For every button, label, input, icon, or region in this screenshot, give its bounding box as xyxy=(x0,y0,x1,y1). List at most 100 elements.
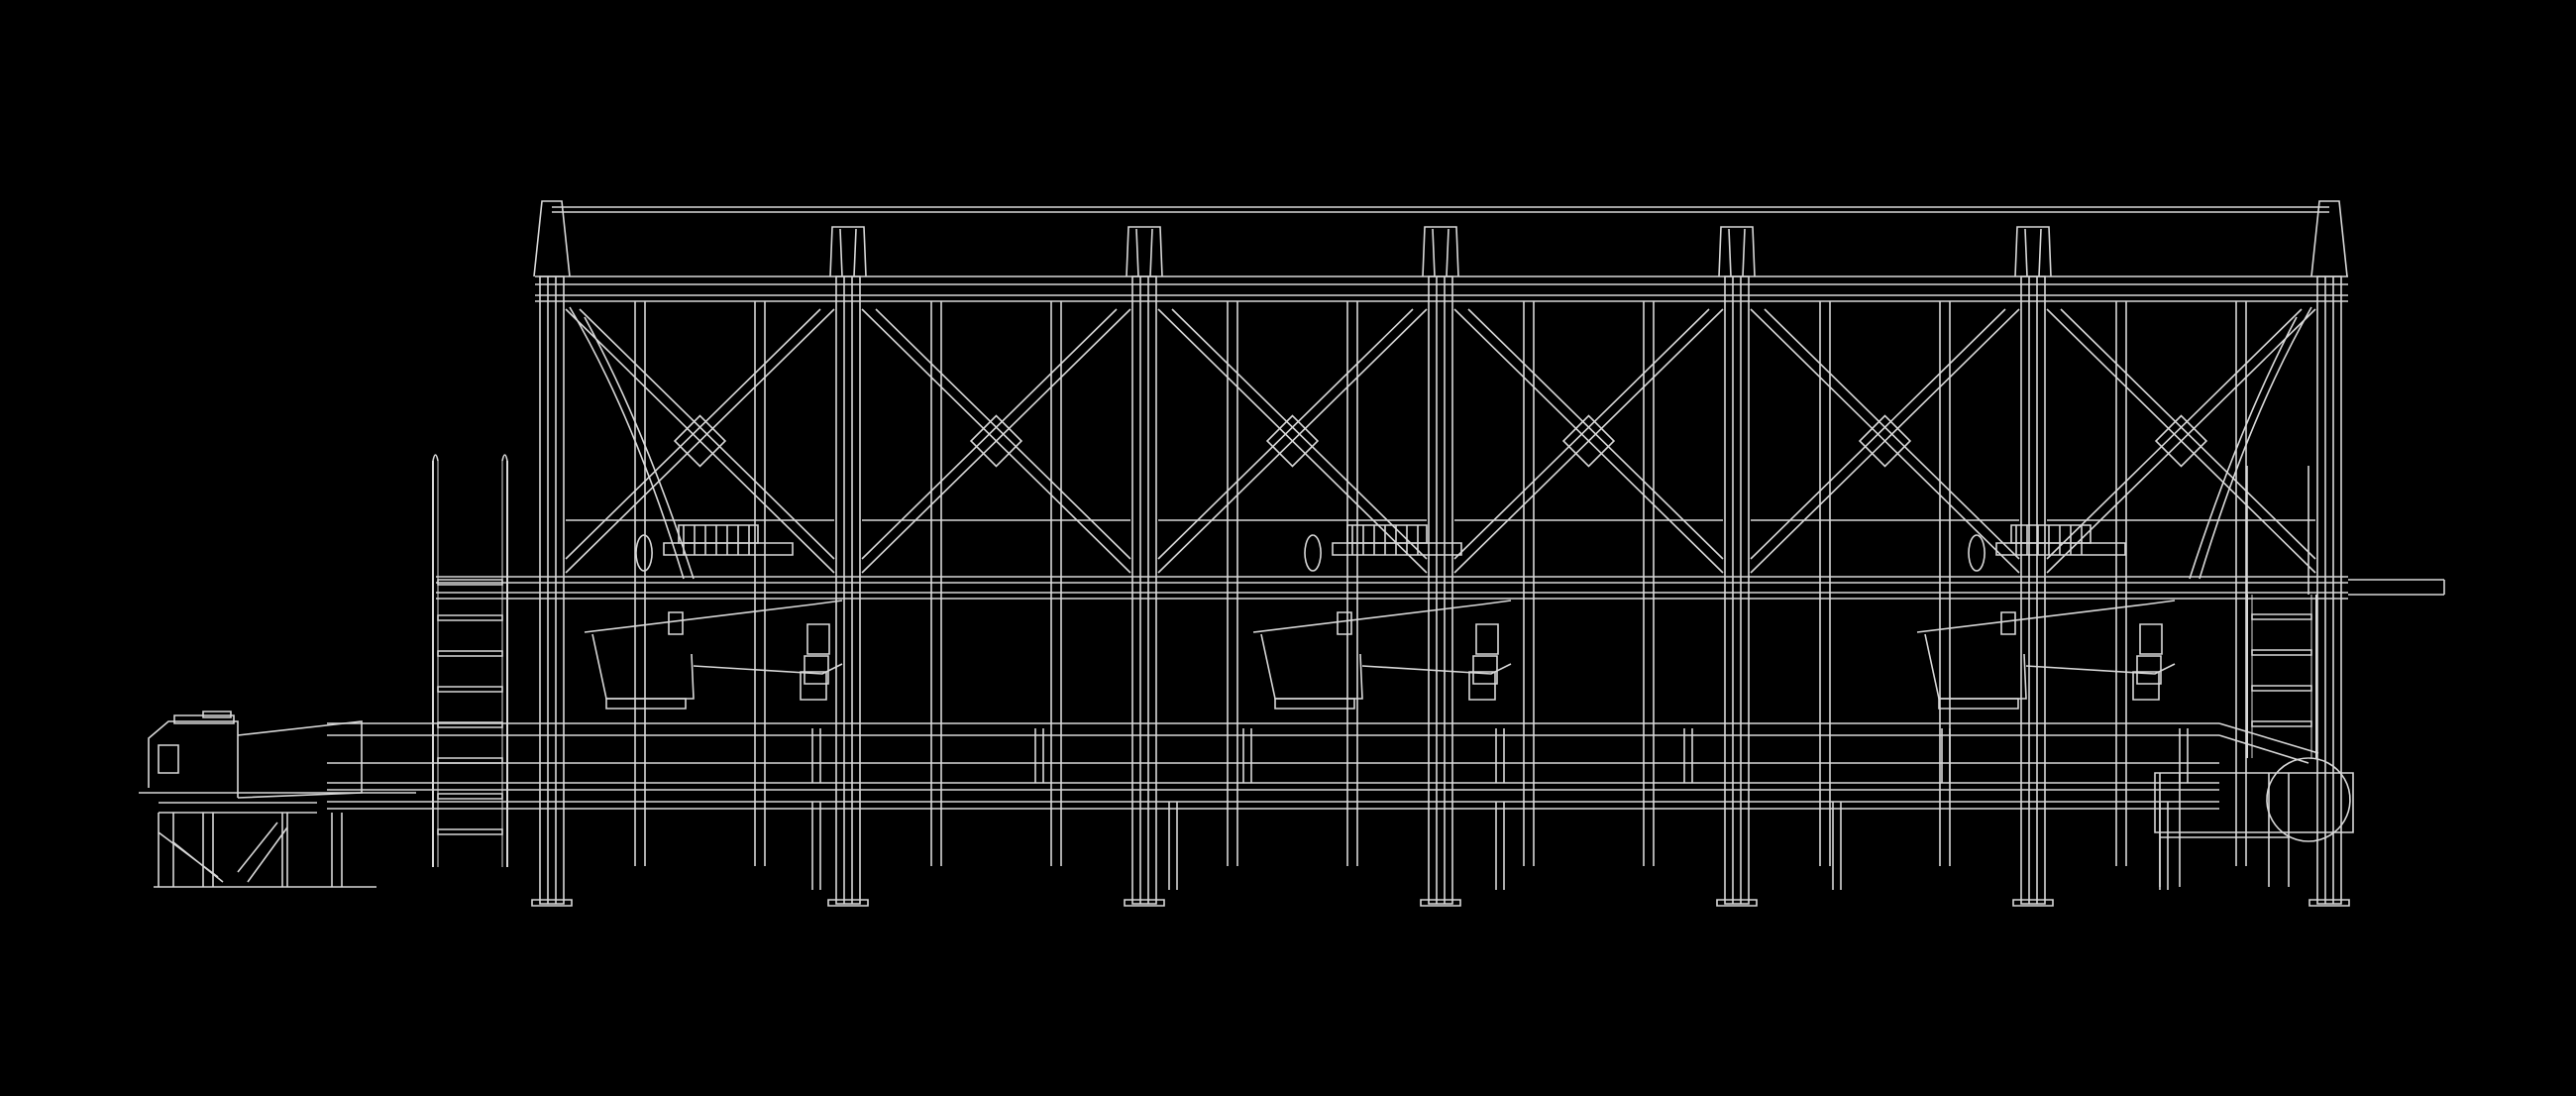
column-cap xyxy=(1136,229,1138,276)
machine-top xyxy=(174,715,234,723)
right-ladder-rung xyxy=(2252,721,2311,726)
feeder-unit xyxy=(2011,525,2091,543)
column-cap xyxy=(1743,229,1745,276)
column-cap xyxy=(1433,229,1435,276)
left-ladder-rung xyxy=(438,758,502,763)
machine-top xyxy=(203,712,231,717)
ladders xyxy=(433,455,2316,867)
column-base-plate xyxy=(532,900,572,906)
conveyor xyxy=(327,723,2353,890)
gusset-plate xyxy=(971,416,1021,467)
vibrator-motor xyxy=(801,672,826,700)
left-ladder-rung xyxy=(438,580,502,585)
vibrator-motor xyxy=(1469,672,1495,700)
diagonal-brace xyxy=(566,309,834,573)
machine-window xyxy=(159,745,178,773)
column xyxy=(836,276,860,904)
diagonal-brace xyxy=(566,309,820,559)
cross-bracing xyxy=(566,301,2315,866)
machine-chute xyxy=(238,721,362,798)
conveyor-tail xyxy=(2219,723,2318,753)
screener-outlet xyxy=(1275,699,1354,709)
column-base-plate xyxy=(1125,900,1164,906)
vibrator-motor xyxy=(2133,672,2159,700)
screener-tag xyxy=(669,612,683,634)
hopper-curve xyxy=(2200,307,2311,579)
gusset-plate xyxy=(1563,416,1614,467)
screener-tag xyxy=(1338,612,1351,634)
column-cap xyxy=(2311,201,2347,276)
hopper-curve xyxy=(570,307,684,579)
gusset-plate xyxy=(1860,416,1910,467)
column-cap xyxy=(2025,229,2027,276)
column xyxy=(1725,276,1749,904)
column xyxy=(1429,276,1452,904)
screener-tag xyxy=(2001,612,2015,634)
screener-deck xyxy=(1917,601,2175,632)
machine-brace xyxy=(238,822,287,882)
screener-outlet xyxy=(606,699,686,709)
left-ladder-rung xyxy=(438,651,502,656)
screener-body xyxy=(592,634,694,699)
vibrator-motor xyxy=(1476,624,1498,654)
screener-bottom xyxy=(694,664,842,674)
column xyxy=(1132,276,1156,904)
column-cap xyxy=(1423,227,1458,276)
vibrator-motor xyxy=(2140,624,2162,654)
diagonal-brace xyxy=(862,309,1117,559)
column-cap xyxy=(2039,229,2041,276)
right-ladder-rung xyxy=(2252,650,2311,655)
column-base-plate xyxy=(2013,900,2053,906)
hopper-curve xyxy=(2190,317,2297,579)
left-ladder-rung xyxy=(438,615,502,620)
column-cap xyxy=(1150,229,1152,276)
screener-outlet xyxy=(1939,699,2018,709)
feeder-wheel xyxy=(636,535,652,571)
column-cap xyxy=(1127,227,1162,276)
column-base-plate xyxy=(1717,900,1757,906)
feeder-unit xyxy=(679,525,758,543)
steel-frame xyxy=(436,201,2444,906)
hopper-curve xyxy=(585,317,694,579)
diagonal-brace xyxy=(1454,309,1709,559)
gusset-plate xyxy=(675,416,725,467)
column-base-plate xyxy=(828,900,868,906)
gusset-plate xyxy=(1267,416,1318,467)
screeners xyxy=(585,525,2175,709)
column-cap xyxy=(1719,227,1755,276)
tail-pulley xyxy=(2267,758,2350,841)
left-ladder-rung xyxy=(438,687,502,692)
machine-brace xyxy=(159,832,223,882)
column-cap xyxy=(2015,227,2051,276)
right-ladder-rung xyxy=(2252,686,2311,691)
diagonal-brace xyxy=(2047,309,2315,573)
column-base-plate xyxy=(2309,900,2349,906)
diagonal-brace xyxy=(1751,309,2019,573)
vibrator-motor xyxy=(807,624,829,654)
left-machine xyxy=(139,712,416,887)
conveyor-tail xyxy=(2219,735,2308,763)
vibrator-motor xyxy=(1473,656,1497,684)
diagonal-brace xyxy=(1158,309,1427,573)
feeder-unit xyxy=(1347,525,1427,543)
column xyxy=(2317,276,2341,904)
screener-deck xyxy=(585,601,842,632)
vibrator-motor xyxy=(805,656,828,684)
feeder-wheel xyxy=(1305,535,1321,571)
diagonal-brace xyxy=(2047,309,2302,559)
column-base-plate xyxy=(1421,900,1460,906)
feeder-wheel xyxy=(1969,535,1985,571)
screener-bottom xyxy=(1362,664,1511,674)
machine-housing xyxy=(149,721,238,798)
column xyxy=(2021,276,2045,904)
column-cap xyxy=(534,201,570,276)
left-ladder-rung xyxy=(438,829,502,834)
left-ladder-hoop xyxy=(502,455,507,461)
gusset-plate xyxy=(2156,416,2206,467)
right-ladder-rung xyxy=(2252,614,2311,619)
diagonal-brace xyxy=(1454,309,1723,573)
column-cap xyxy=(840,229,842,276)
left-ladder-rung xyxy=(438,794,502,799)
left-ladder-hoop xyxy=(433,455,438,461)
